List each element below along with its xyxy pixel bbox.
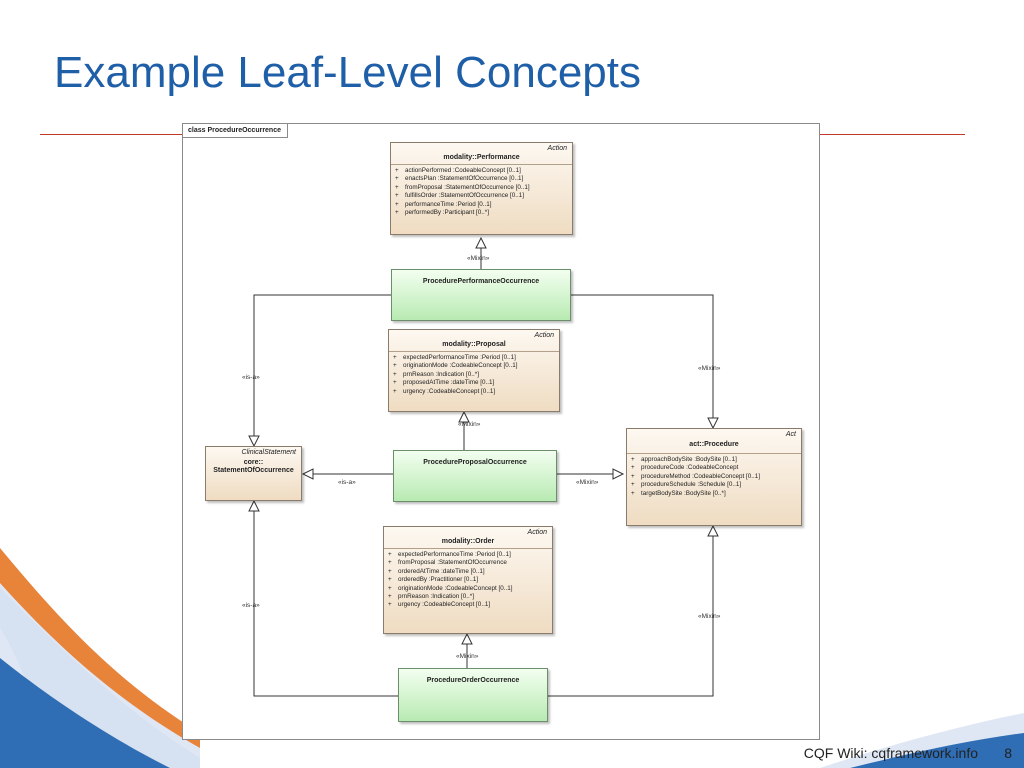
stereotype-label: Action: [547, 145, 567, 152]
procedure-order-occurrence: ProcedureOrderOccurrence: [398, 668, 548, 722]
attribute-list: +actionPerformed :CodeableConcept [0..1]…: [391, 164, 572, 219]
attribute-item: +approachBodySite :BodySite [0..1]: [631, 456, 737, 463]
attribute-item: +performedBy :Participant [0..*]: [395, 209, 489, 217]
class-name: act::Procedure: [689, 441, 739, 448]
attribute-item: +performanceTime :Period [0..1]: [395, 200, 492, 208]
class-modality-proposal: Action modality::Proposal +expectedPerfo…: [388, 329, 560, 412]
attribute-item: +expectedPerformanceTime :Period [0..1]: [388, 551, 511, 558]
attribute-item: +procedureMethod :CodeableConcept [0..1]: [631, 472, 761, 480]
procedure-proposal-occurrence: ProcedureProposalOccurrence: [393, 450, 557, 502]
isa-label: «is-a»: [338, 479, 356, 486]
class-name: modality::Performance: [443, 154, 520, 161]
attribute-item: +expectedPerformanceTime :Period [0..1]: [393, 354, 516, 361]
class-core-statement-of-occurrence: ClinicalStatement core:: StatementOfOccu…: [205, 446, 302, 501]
attribute-item: +proposedAtTime :dateTime [0..1]: [393, 379, 495, 387]
attribute-item: +actionPerformed :CodeableConcept [0..1]: [395, 167, 521, 174]
stereotype-label: Action: [534, 332, 554, 339]
decorative-swoosh-right: [820, 713, 1024, 768]
diagram-connectors: [248, 236, 719, 697]
diagram-frame-label: class ProcedureOccurrence: [183, 124, 288, 138]
mixin-label: «Mixin»: [576, 479, 599, 486]
attribute-item: +enactsPlan :StatementOfOccurrence [0..1…: [395, 175, 524, 183]
attribute-list: +expectedPerformanceTime :Period [0..1] …: [384, 548, 552, 612]
attribute-list: +approachBodySite :BodySite [0..1] +proc…: [627, 453, 801, 500]
class-modality-order: Action modality::Order +expectedPerforma…: [383, 526, 553, 634]
attribute-item: +fromProposal :StatementOfOccurrence [0.…: [395, 183, 530, 191]
attribute-item: +originationMode :CodeableConcept [0..1]: [388, 584, 513, 592]
title-rule-left: [40, 134, 182, 135]
decorative-swoosh: [0, 548, 200, 768]
attribute-item: +orderedBy :Practitioner [0..1]: [388, 576, 479, 584]
attribute-item: +fromProposal :StatementOfOccurrence: [388, 559, 507, 567]
class-name-line2: StatementOfOccurrence: [213, 467, 294, 474]
attribute-item: +prnReason :Indication [0..*]: [393, 370, 479, 378]
attribute-item: +originationMode :CodeableConcept [0..1]: [393, 362, 518, 370]
uml-diagram-frame: class ProcedureOccurrence: [182, 123, 820, 740]
mixin-label: «Mixin»: [698, 365, 721, 372]
isa-label: «is-a»: [242, 602, 260, 609]
attribute-item: +fulfillsOrder :StatementOfOccurrence [0…: [395, 192, 524, 200]
attribute-item: +prnReason :Indication [0..*]: [388, 593, 474, 601]
mixin-label: «Mixin»: [467, 255, 490, 262]
attribute-item: +procedureSchedule :Schedule [0..1]: [631, 481, 742, 489]
class-modality-performance: Action modality::Performance +actionPerf…: [390, 142, 573, 235]
procedure-performance-occurrence: ProcedurePerformanceOccurrence: [391, 269, 571, 321]
attribute-item: +orderedAtTime :dateTime [0..1]: [388, 567, 485, 575]
mixin-label: «Mixin»: [456, 653, 479, 660]
attribute-item: +targetBodySite :BodySite [0..*]: [631, 489, 726, 497]
isa-label: «is-a»: [242, 374, 260, 381]
mixin-label: «Mixin»: [458, 421, 481, 428]
footer-source: CQF Wiki: cqframework.info: [803, 745, 978, 761]
class-name: modality::Proposal: [442, 341, 506, 348]
attribute-list: +expectedPerformanceTime :Period [0..1] …: [389, 351, 559, 398]
class-name: modality::Order: [441, 538, 495, 545]
title-rule-right: [820, 134, 965, 135]
attribute-item: +urgency :CodeableConcept [0..1]: [393, 387, 496, 395]
stereotype-label: ClinicalStatement: [241, 449, 296, 456]
class-name-line1: core::: [243, 459, 264, 466]
page-number: 8: [1004, 745, 1012, 761]
stereotype-label: Action: [527, 529, 547, 536]
attribute-item: +urgency :CodeableConcept [0..1]: [388, 601, 491, 609]
stereotype-label: Act: [785, 431, 796, 438]
slide-title: Example Leaf-Level Concepts: [54, 48, 641, 97]
attribute-item: +procedureCode :CodeableConcept: [631, 464, 739, 472]
class-act-procedure: Act act::Procedure +approachBodySite :Bo…: [626, 428, 802, 526]
mixin-label: «Mixin»: [698, 613, 721, 620]
